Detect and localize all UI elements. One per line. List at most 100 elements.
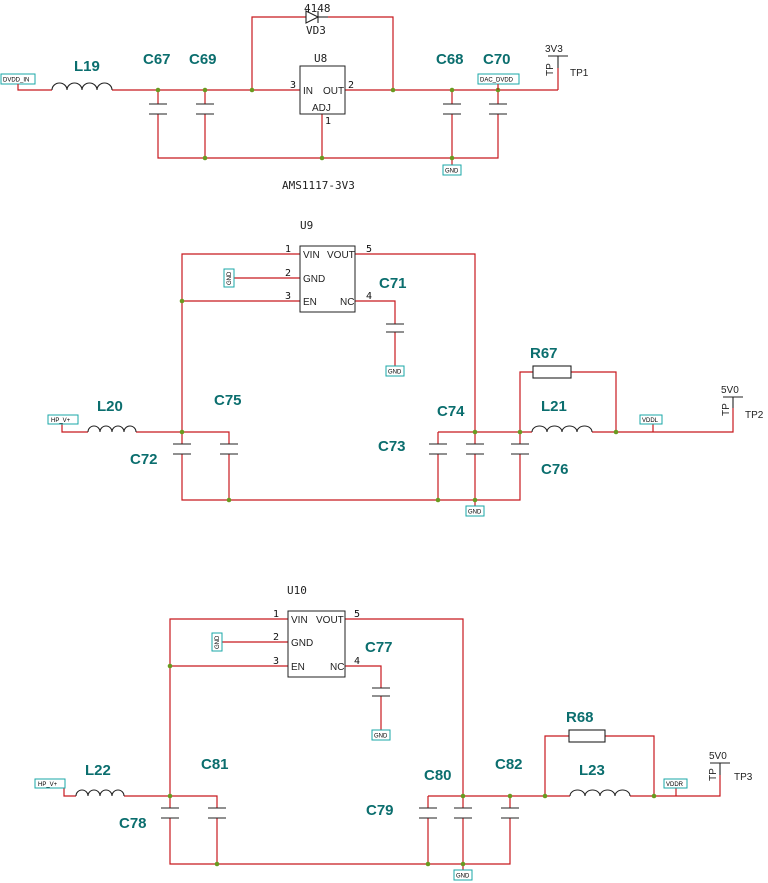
capacitor-c78 bbox=[161, 807, 179, 819]
net-label-hp-v: HP_V+ bbox=[38, 782, 58, 788]
regulator1-section: IN OUT ADJ 3 2 1 U8 AMS1117-3V3 4148 VD3… bbox=[0, 2, 589, 192]
capacitor-c73 bbox=[429, 443, 447, 455]
ref-c79: C79 bbox=[366, 802, 394, 819]
ref-c70: C70 bbox=[483, 51, 511, 68]
tp2-ref: TP2 bbox=[745, 410, 764, 421]
pin-number: 5 bbox=[354, 609, 360, 620]
ref-c72: C72 bbox=[130, 451, 158, 468]
testpoint-tp2-symbol bbox=[723, 396, 743, 408]
net-label-box bbox=[47, 414, 79, 425]
inductor-l20 bbox=[87, 425, 137, 433]
pin-label-vin: VIN bbox=[303, 250, 320, 261]
net-label-gnd: GND bbox=[215, 635, 221, 649]
net-label-vddl: VDDL bbox=[642, 418, 659, 424]
pin-label-adj: ADJ bbox=[312, 103, 331, 114]
pin-label-gnd: GND bbox=[291, 638, 313, 649]
wire bbox=[136, 431, 230, 444]
wire bbox=[328, 16, 394, 90]
pin-number: 1 bbox=[273, 609, 279, 620]
capacitor-c74 bbox=[466, 443, 484, 455]
capacitor-c67 bbox=[149, 103, 167, 115]
net-label-gnd: GND bbox=[468, 510, 482, 516]
ref-r67: R67 bbox=[530, 345, 558, 362]
pin-number: 3 bbox=[290, 80, 296, 91]
ic-part-number: AMS1117-3V3 bbox=[282, 179, 355, 192]
wire bbox=[181, 454, 521, 501]
ref-c68: C68 bbox=[436, 51, 464, 68]
tp3-ref: TP3 bbox=[734, 772, 753, 783]
pin-label-nc: NC bbox=[340, 297, 354, 308]
net-label-box bbox=[34, 778, 66, 789]
pin-number: 4 bbox=[366, 291, 372, 302]
pin-label-nc: NC bbox=[330, 662, 344, 673]
net-label-dvdd-in: DVDD_IN bbox=[3, 78, 29, 84]
net-label-vddr: VDDR bbox=[666, 782, 684, 788]
capacitor-c79 bbox=[419, 807, 437, 819]
diode-ref: VD3 bbox=[306, 24, 326, 37]
net-label-hp-v: HP_V+ bbox=[51, 418, 71, 424]
pin-label-en: EN bbox=[303, 297, 317, 308]
wire bbox=[61, 424, 88, 433]
ref-l19: L19 bbox=[74, 58, 100, 75]
net-label-gnd: GND bbox=[456, 874, 470, 880]
ref-c69: C69 bbox=[189, 51, 217, 68]
diode-vd3 bbox=[305, 10, 328, 24]
ic-u9 bbox=[299, 245, 356, 313]
wire bbox=[181, 253, 300, 432]
ref-c73: C73 bbox=[378, 438, 406, 455]
tp1-label: TP bbox=[545, 63, 556, 76]
pin-number: 3 bbox=[273, 656, 279, 667]
pin-number: 2 bbox=[348, 80, 354, 91]
tp1-ref: TP1 bbox=[570, 68, 589, 79]
net-label-box bbox=[442, 164, 462, 176]
pin-number: 1 bbox=[325, 116, 331, 127]
capacitor-c68 bbox=[443, 103, 461, 115]
ref-r68: R68 bbox=[566, 709, 594, 726]
capacitor-c75 bbox=[220, 443, 238, 455]
wire bbox=[592, 408, 734, 433]
ref-l20: L20 bbox=[97, 398, 123, 415]
pin-number: 1 bbox=[285, 244, 291, 255]
pin-label-vin: VIN bbox=[291, 615, 308, 626]
tp3-label: TP bbox=[708, 768, 719, 781]
wire bbox=[157, 114, 499, 159]
net-label-box bbox=[453, 869, 473, 881]
ref-l21: L21 bbox=[541, 398, 567, 415]
junctions bbox=[179, 298, 619, 503]
ref-c78: C78 bbox=[119, 815, 147, 832]
wire bbox=[519, 371, 533, 432]
ref-c67: C67 bbox=[143, 51, 171, 68]
resistor-r67 bbox=[532, 365, 572, 379]
capacitor-c70 bbox=[489, 103, 507, 115]
ref-l22: L22 bbox=[85, 762, 111, 779]
wire bbox=[169, 818, 511, 865]
wire bbox=[571, 371, 617, 432]
junctions bbox=[167, 663, 657, 867]
ref-c82: C82 bbox=[495, 756, 523, 773]
ref-c76: C76 bbox=[541, 461, 569, 478]
net-label-gnd: GND bbox=[445, 169, 459, 175]
ic-ref-u10: U10 bbox=[287, 584, 307, 597]
ic-u10 bbox=[287, 610, 346, 678]
net-label-box bbox=[371, 729, 391, 741]
pin-number: 2 bbox=[285, 268, 291, 279]
capacitor-c76 bbox=[511, 443, 529, 455]
net-label-gnd: GND bbox=[388, 370, 402, 376]
pin-label-vout: VOUT bbox=[327, 250, 355, 261]
resistor-r68 bbox=[568, 729, 606, 743]
pin-label-en: EN bbox=[291, 662, 305, 673]
net-label-gnd: GND bbox=[374, 734, 388, 740]
wire bbox=[345, 665, 382, 688]
net-label-box bbox=[663, 778, 688, 789]
inductor-l23 bbox=[569, 789, 631, 797]
capacitor-c82 bbox=[501, 807, 519, 819]
wire bbox=[169, 618, 288, 796]
net-label-gnd: GND bbox=[227, 271, 233, 285]
testpoint-tp3-symbol bbox=[710, 762, 730, 775]
tp2-voltage: 5V0 bbox=[721, 385, 739, 396]
wire bbox=[251, 16, 306, 90]
tp2-label: TP bbox=[721, 403, 732, 416]
inductor-l21 bbox=[531, 425, 593, 433]
wire bbox=[355, 300, 396, 324]
net-label-box bbox=[465, 505, 485, 517]
